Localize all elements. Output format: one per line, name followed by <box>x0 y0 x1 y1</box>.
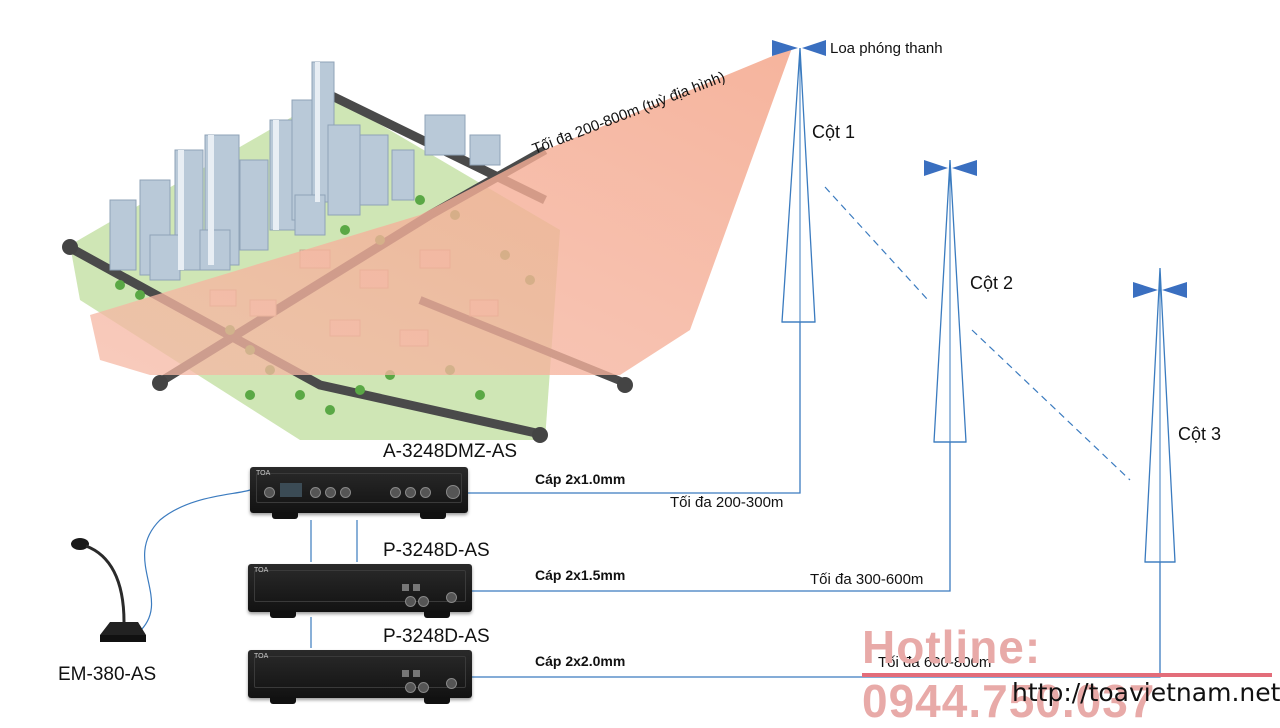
city-road <box>62 241 546 440</box>
mic-base <box>100 622 146 635</box>
knob-icon <box>390 487 401 498</box>
power-amplifier-2: TOA <box>248 650 472 704</box>
button-icon <box>402 670 409 677</box>
volume-knob-icon <box>446 485 460 499</box>
knob-icon <box>264 487 275 498</box>
mic-head <box>71 538 89 550</box>
column-2-label: Cột 2 <box>970 273 1014 293</box>
knob-icon <box>405 596 416 607</box>
button-icon <box>402 584 409 591</box>
knob-icon <box>310 487 321 498</box>
cable-line-1 <box>468 322 801 494</box>
cable-2-label: Cáp 2x1.5mm <box>535 567 626 583</box>
display-panel <box>280 483 302 497</box>
road-roundabout <box>62 239 78 255</box>
cable-line-2 <box>472 442 951 592</box>
hotline-watermark: Hotline: 0944.750.037 <box>862 621 1156 727</box>
column-2 <box>924 159 977 443</box>
device-brand: TOA <box>256 470 271 477</box>
device-3-model: P-3248D-AS <box>383 626 490 647</box>
power-amplifier-1: TOA <box>248 564 472 618</box>
power-knob-icon <box>446 678 457 689</box>
column-1 <box>772 40 826 323</box>
building-highlights <box>178 62 320 270</box>
website-link[interactable]: http://toavietnam.net <box>1012 678 1280 707</box>
cable-1-label: Cáp 2x1.0mm <box>535 471 626 487</box>
distance-2-label: Tối đa 300-600m <box>810 571 924 588</box>
microphone <box>71 538 146 642</box>
hotline-bar <box>862 673 1272 677</box>
button-icon <box>413 670 420 677</box>
link-dashed-1 <box>824 186 929 301</box>
knob-icon <box>405 682 416 693</box>
tower-1 <box>781 47 816 323</box>
speaker-icon <box>772 40 798 56</box>
distance-1-label: Tối đa 200-300m <box>670 494 784 511</box>
microphone-label: EM-380-AS <box>58 664 157 685</box>
cable-3-label: Cáp 2x2.0mm <box>535 653 626 669</box>
distance-3-label: Tối đa 600-800m <box>878 654 992 671</box>
device-2-model: P-3248D-AS <box>383 540 490 561</box>
speaker-icon <box>924 160 948 176</box>
knob-icon <box>418 682 429 693</box>
knob-icon <box>418 596 429 607</box>
road-roundabout <box>617 377 633 393</box>
road-roundabout <box>532 427 548 443</box>
button-icon <box>413 584 420 591</box>
speaker-icon <box>1133 282 1158 298</box>
device-1-model: A-3248DMZ-AS <box>383 441 518 462</box>
device-brand: TOA <box>254 653 269 660</box>
link-dashed-2 <box>971 329 1131 481</box>
knob-icon <box>405 487 416 498</box>
cable-line-3 <box>472 562 1161 678</box>
mic-gooseneck <box>85 544 126 623</box>
amplifier-a3248dmz: TOA <box>250 467 468 519</box>
power-knob-icon <box>446 592 457 603</box>
knob-icon <box>325 487 336 498</box>
coverage-beam <box>90 48 792 375</box>
device-brand: TOA <box>254 567 269 574</box>
column-3-label: Cột 3 <box>1178 424 1222 444</box>
column-1-label: Cột 1 <box>812 122 856 142</box>
column-3 <box>1133 267 1187 563</box>
road-roundabout <box>152 375 168 391</box>
speaker-icon <box>952 160 977 176</box>
knob-icon <box>340 487 351 498</box>
speaker-icon <box>802 40 826 56</box>
speaker-icon <box>1162 282 1187 298</box>
mic-cable <box>137 489 251 634</box>
knob-icon <box>420 487 431 498</box>
speaker-label: Loa phóng thanh <box>830 40 943 57</box>
